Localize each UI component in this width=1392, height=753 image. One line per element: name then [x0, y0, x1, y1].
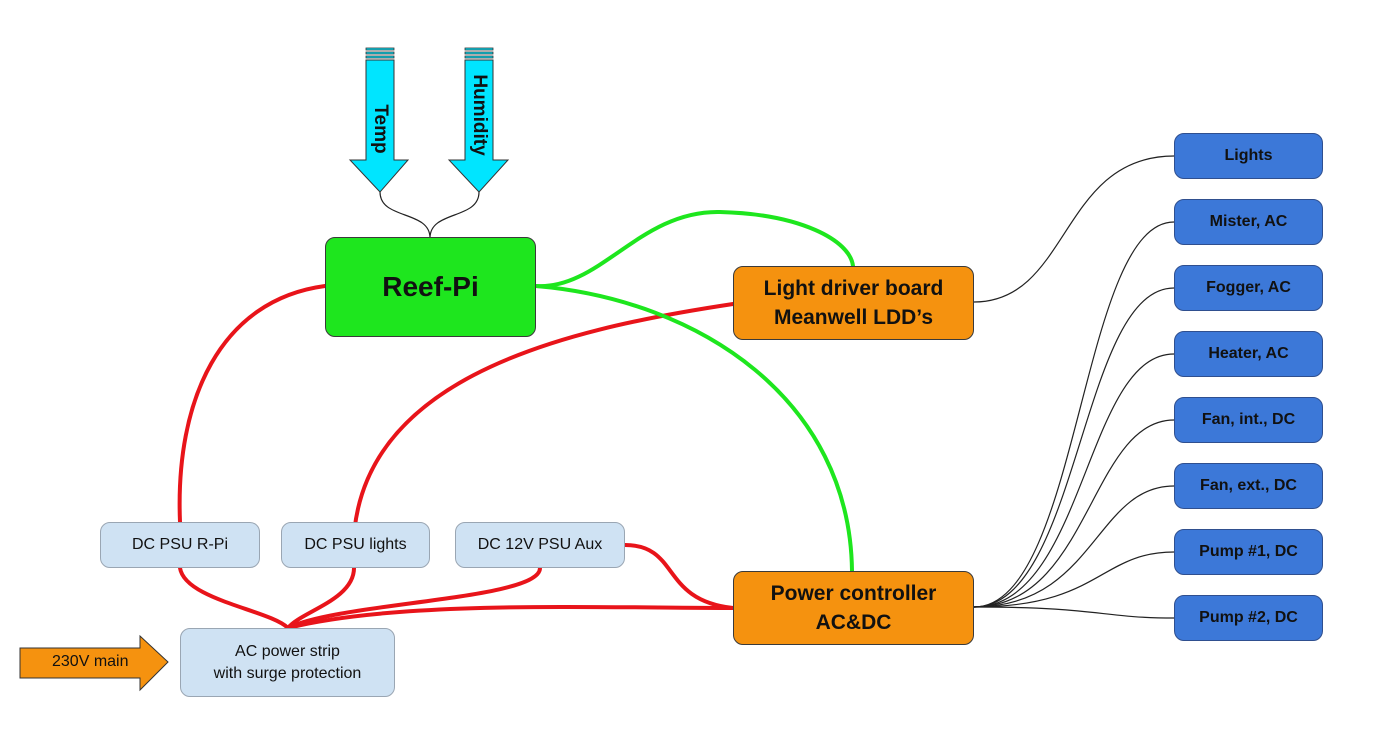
- output-pump-1: Pump #1, DC: [1174, 529, 1323, 575]
- output-label: Heater, AC: [1208, 345, 1289, 362]
- psu-lights-label: DC PSU lights: [304, 536, 407, 553]
- output-label: Mister, AC: [1209, 213, 1288, 230]
- output-label: Pump #2, DC: [1199, 609, 1298, 626]
- reef-pi-node: Reef-Pi: [325, 237, 536, 337]
- ac-strip-line1: AC power strip: [235, 642, 340, 660]
- mains-arrow: [19, 634, 169, 692]
- psu-lights-node: DC PSU lights: [281, 522, 430, 568]
- light-driver-node: Light driver board Meanwell LDD’s: [733, 266, 974, 340]
- output-label: Pump #1, DC: [1199, 543, 1298, 560]
- mains-label: 230V main: [52, 653, 129, 670]
- output-pump-2: Pump #2, DC: [1174, 595, 1323, 641]
- power-controller-line2: AC&DC: [815, 611, 892, 634]
- output-fan-int: Fan, int., DC: [1174, 397, 1323, 443]
- psu-aux-label: DC 12V PSU Aux: [477, 536, 603, 553]
- temp-sensor-arrow: [348, 47, 410, 193]
- output-lights: Lights: [1174, 133, 1323, 179]
- ac-power-strip-node: AC power strip with surge protection: [180, 628, 395, 697]
- reef-pi-label: Reef-Pi: [382, 271, 479, 302]
- output-mister: Mister, AC: [1174, 199, 1323, 245]
- humidity-label: Humidity: [469, 74, 490, 156]
- temp-label: Temp: [370, 104, 391, 154]
- output-label: Fan, ext., DC: [1200, 477, 1297, 494]
- light-driver-line2: Meanwell LDD’s: [773, 306, 934, 329]
- sensor-wires: [379, 191, 480, 239]
- psu-rpi-label: DC PSU R-Pi: [131, 536, 228, 553]
- control-wires: [973, 155, 1175, 619]
- output-fan-ext: Fan, ext., DC: [1174, 463, 1323, 509]
- output-label: Fogger, AC: [1206, 279, 1291, 296]
- output-heater: Heater, AC: [1174, 331, 1323, 377]
- psu-aux-node: DC 12V PSU Aux: [455, 522, 625, 568]
- output-label: Lights: [1224, 147, 1273, 164]
- output-label: Fan, int., DC: [1201, 411, 1296, 428]
- power-controller-line1: Power controller: [770, 582, 937, 605]
- light-driver-line1: Light driver board: [763, 277, 944, 300]
- humidity-sensor-arrow: [447, 47, 510, 193]
- ac-strip-line2: with surge protection: [213, 664, 362, 682]
- output-fogger: Fogger, AC: [1174, 265, 1323, 311]
- power-wires: [177, 284, 735, 630]
- psu-rpi-node: DC PSU R-Pi: [100, 522, 260, 568]
- power-controller-node: Power controller AC&DC: [733, 571, 974, 645]
- signal-wires: [534, 209, 855, 573]
